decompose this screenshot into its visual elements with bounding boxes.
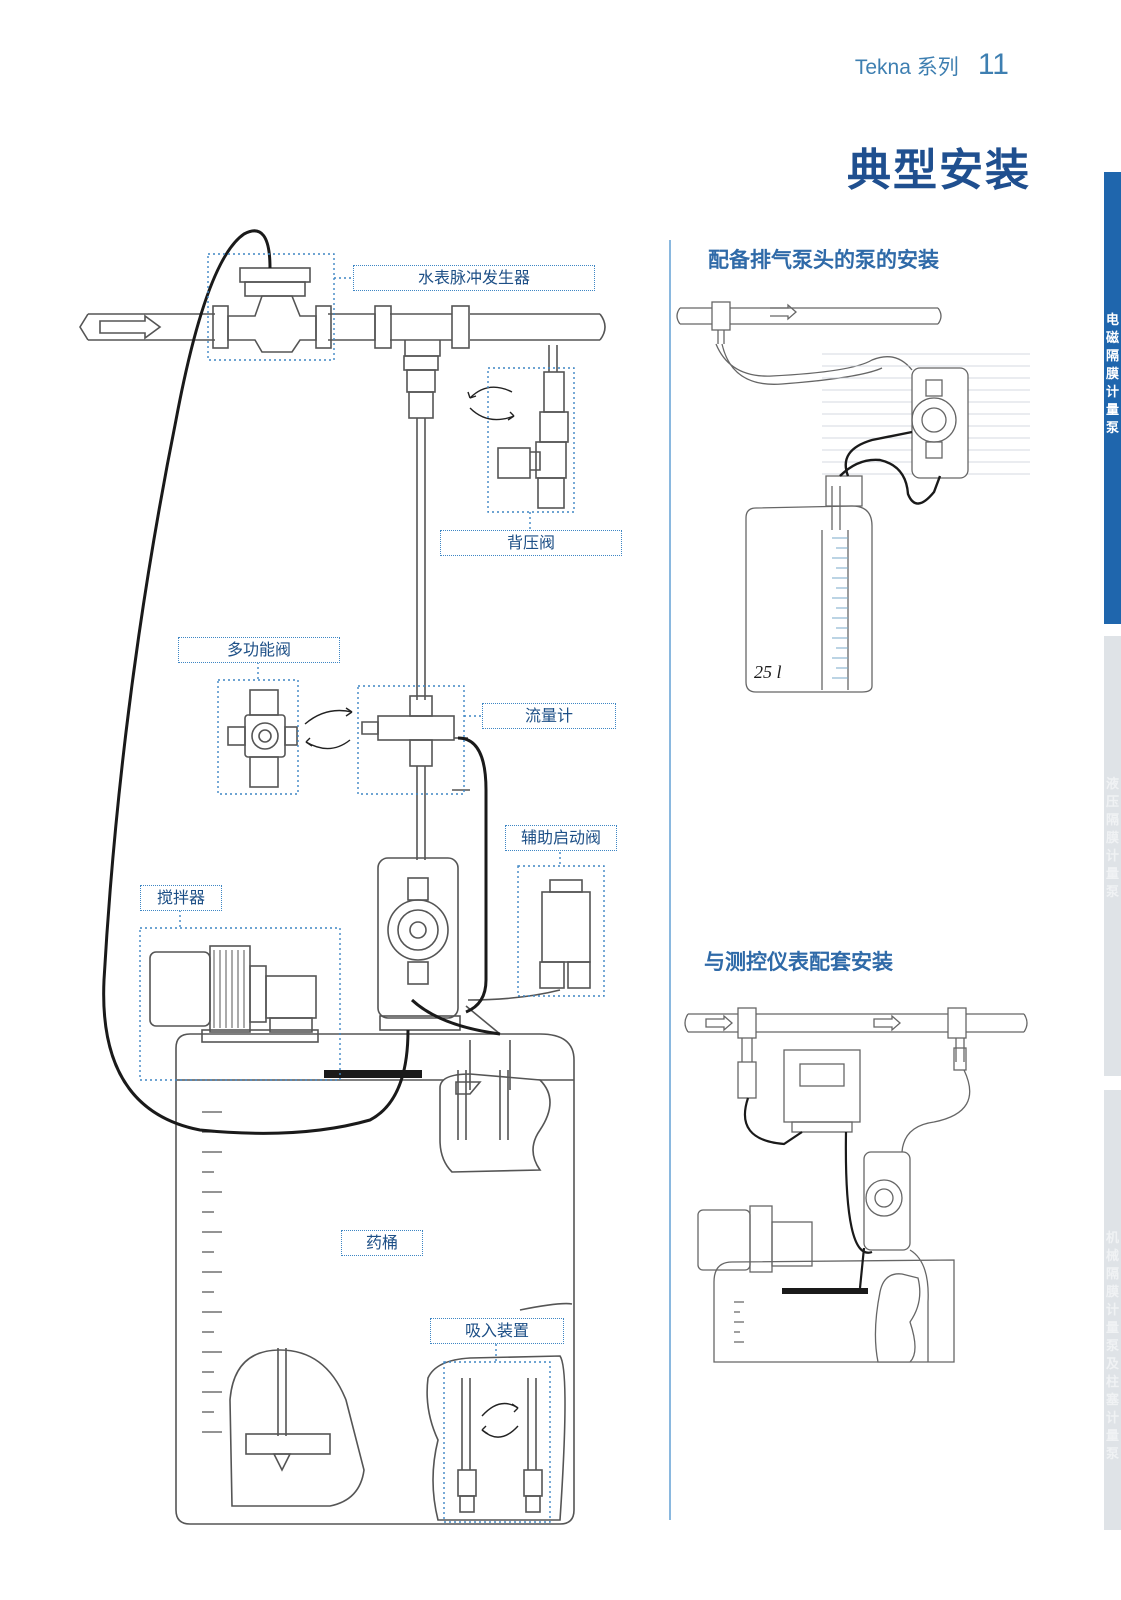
callout-back-pressure-valve: 背压阀 [440,530,622,556]
section-divider [669,240,671,1520]
main-installation-diagram [79,229,606,1525]
callout-flow-meter: 流量计 [482,703,616,729]
callout-multifunction-valve: 多功能阀 [178,637,340,663]
page-number: 11 [977,48,1009,81]
vent-section-title: 配备排气泵头的泵的安装 [708,248,939,272]
page-header: Tekna 系列 11 [855,48,1009,82]
cable-clip [324,1070,422,1078]
callout-aux-priming-valve: 辅助启动阀 [505,825,617,851]
vent-pump-diagram: 25 l [676,301,1030,693]
side-tab-electromagnetic[interactable]: 电磁隔膜计量泵 [1104,172,1121,624]
series-label: Tekna 系列 [854,56,959,79]
tank-volume-label: 25 l [754,662,782,682]
controller-section-title: 与测控仪表配套安装 [704,950,893,974]
controller-installation-diagram [684,1007,1028,1363]
side-tab-bar: 电磁隔膜计量泵 液压隔膜计量泵 机械隔膜计量泵及柱塞计量泵 [1104,172,1121,1530]
callout-water-meter: 水表脉冲发生器 [353,265,595,291]
callout-mixer: 搅拌器 [140,885,222,911]
page-title: 典型安装 [847,145,1031,196]
side-tab-mechanical[interactable]: 机械隔膜计量泵及柱塞计量泵 [1104,1090,1121,1530]
callout-chemical-tank: 药桶 [341,1230,423,1256]
side-tab-hydraulic[interactable]: 液压隔膜计量泵 [1104,636,1121,1076]
callout-suction-device: 吸入装置 [430,1318,564,1344]
cable-clip-small [782,1288,868,1294]
